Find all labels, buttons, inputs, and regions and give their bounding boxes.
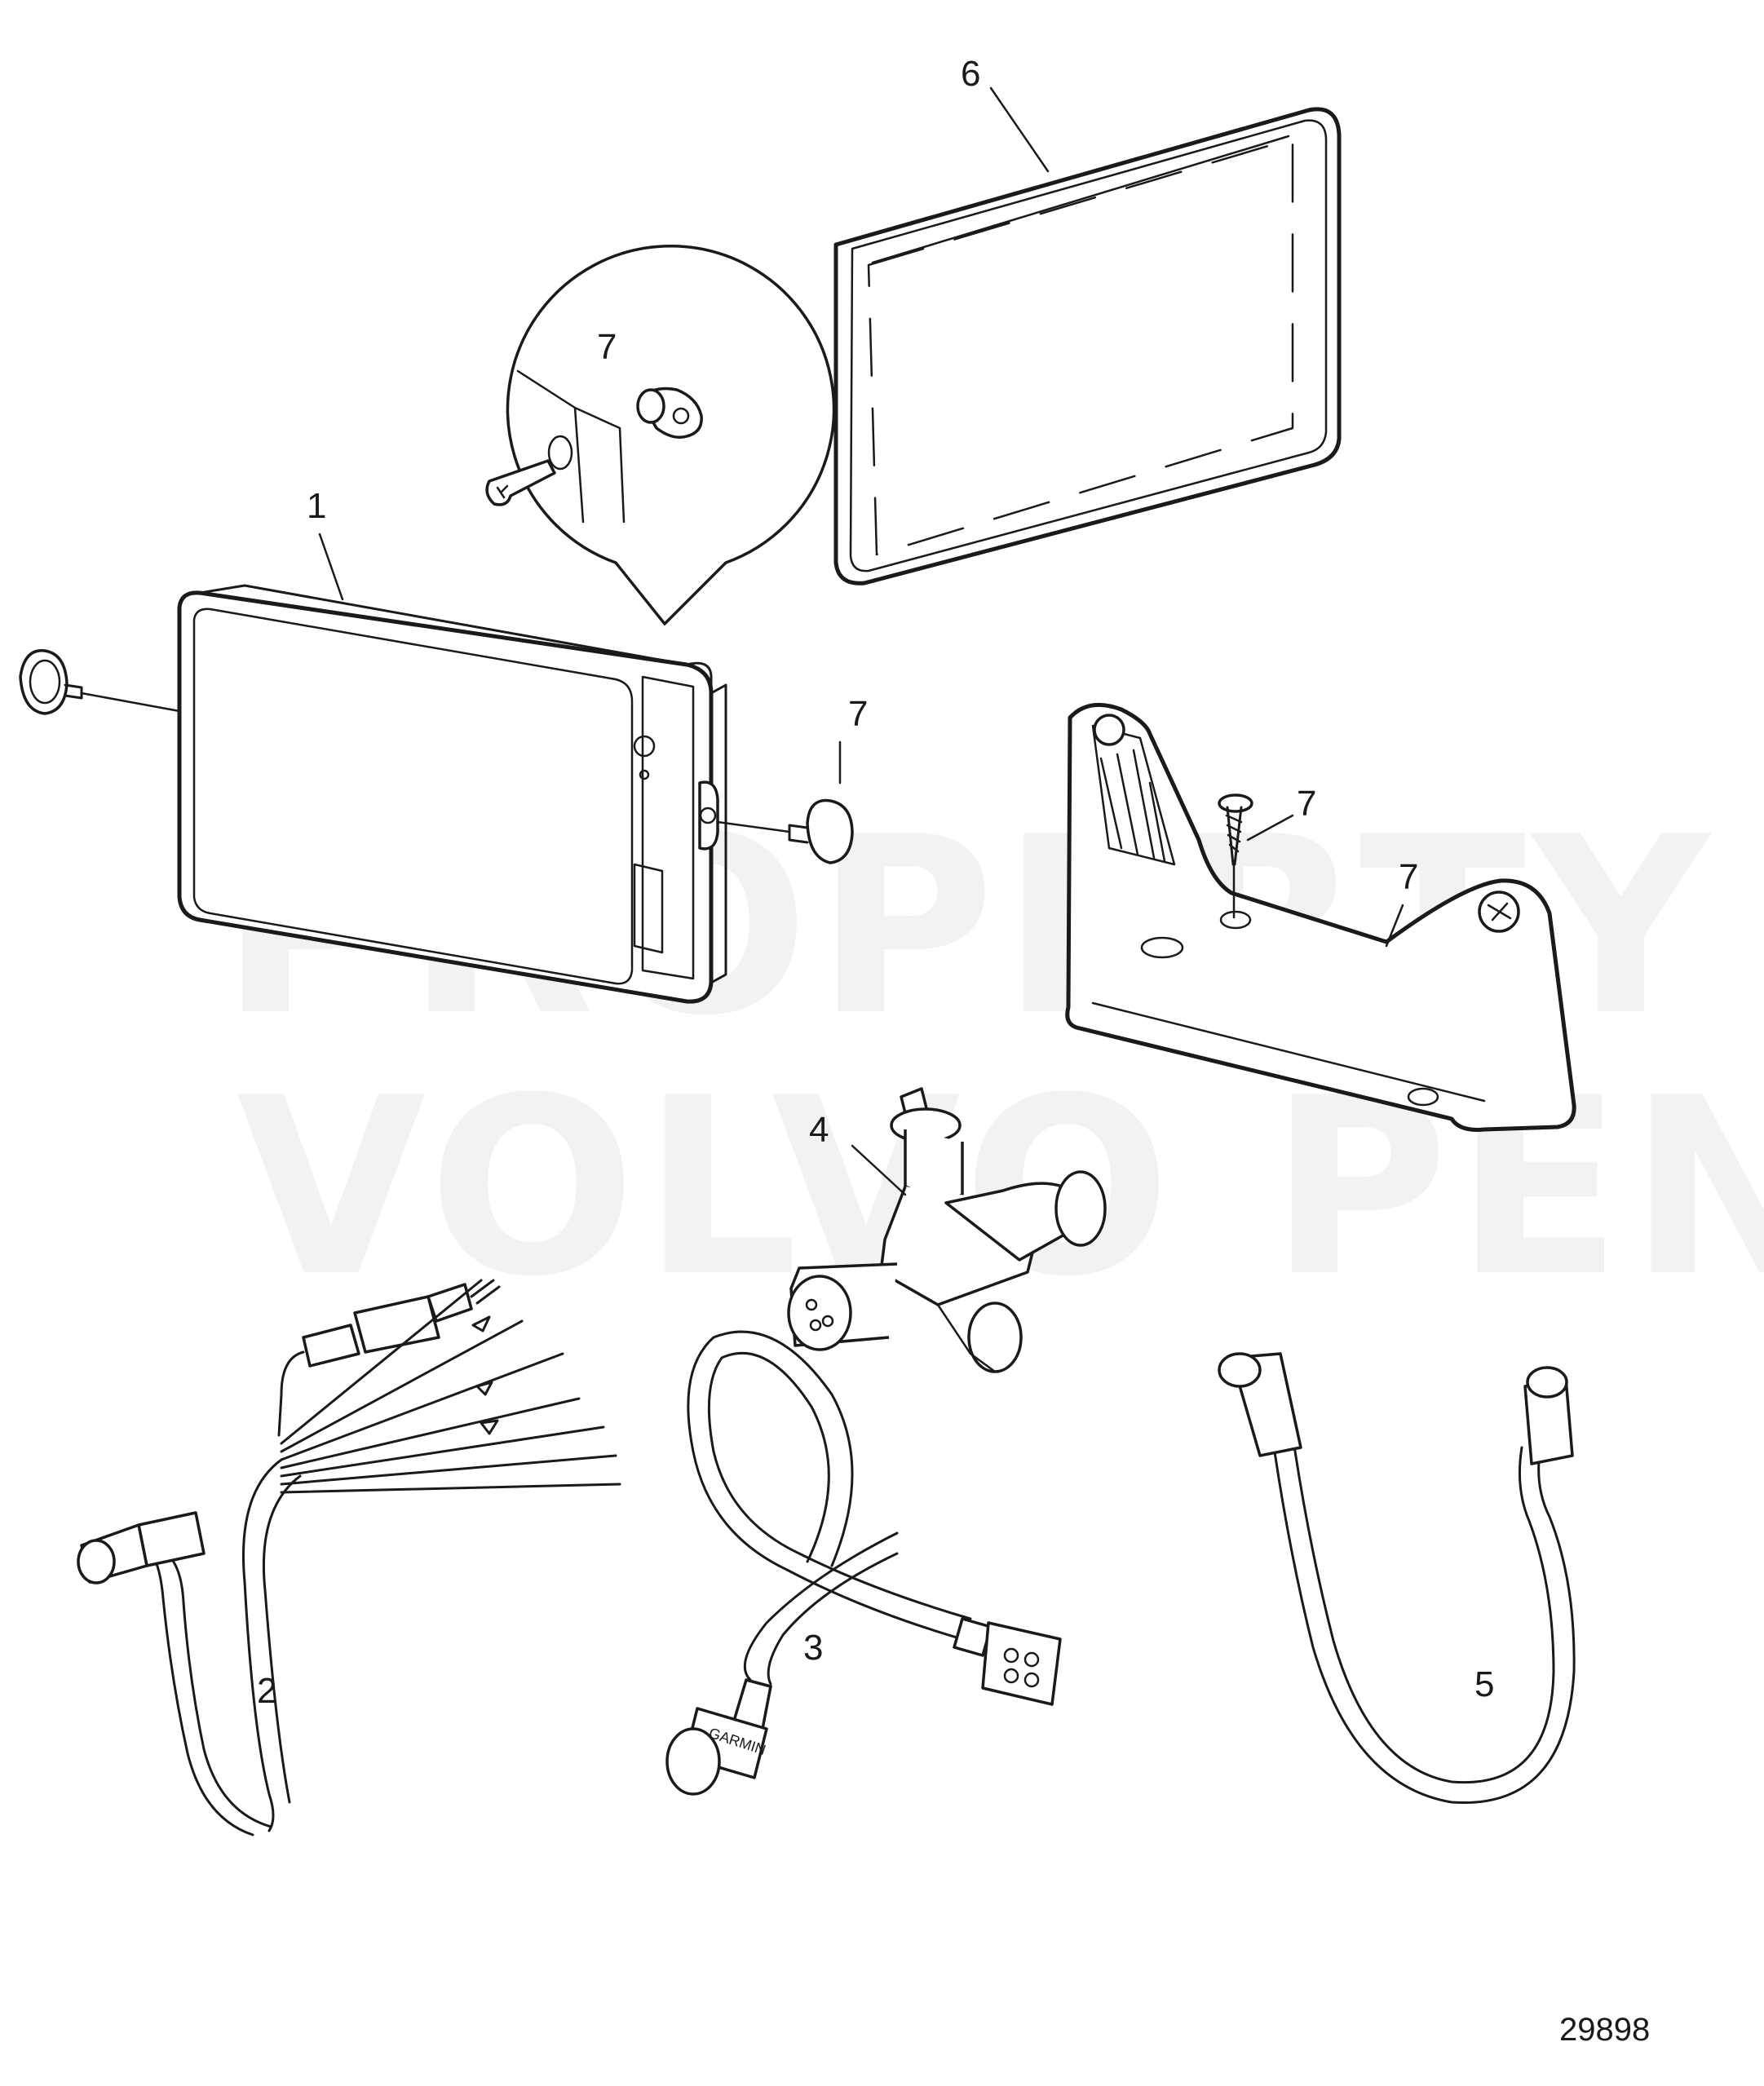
callouts: 6 7 1 7 7 7 4 3 2 5 bbox=[257, 54, 1494, 1711]
callout-7-bracket: 7 bbox=[1399, 857, 1418, 897]
part-3-cable: GARMIN bbox=[665, 1330, 1062, 1796]
document-number: 29898 bbox=[1559, 2012, 1650, 2048]
part-4-t-connector bbox=[787, 1087, 1107, 1373]
part-1-display-unit bbox=[177, 584, 727, 1004]
part-6-cover-frame bbox=[833, 107, 1342, 586]
callout-3: 3 bbox=[803, 1628, 823, 1668]
callout-6: 6 bbox=[961, 54, 980, 94]
callout-2: 2 bbox=[257, 1671, 276, 1711]
callout-1: 1 bbox=[307, 486, 326, 526]
callout-7-detail: 7 bbox=[597, 327, 617, 367]
callout-7-knob: 7 bbox=[848, 694, 868, 734]
part-7-knob-right bbox=[716, 798, 854, 864]
part-5-cable bbox=[1218, 1352, 1576, 1805]
part-7-bracket bbox=[1065, 702, 1576, 1132]
callout-5: 5 bbox=[1474, 1664, 1494, 1704]
callout-7-screw: 7 bbox=[1297, 784, 1316, 824]
part-2-power-cable bbox=[77, 1279, 621, 1836]
part-7-knob-left bbox=[19, 649, 181, 715]
callout-4: 4 bbox=[809, 1110, 829, 1150]
detail-bubble bbox=[485, 245, 836, 625]
part-7-screw bbox=[1218, 793, 1253, 919]
leader-lines bbox=[318, 86, 1404, 1196]
